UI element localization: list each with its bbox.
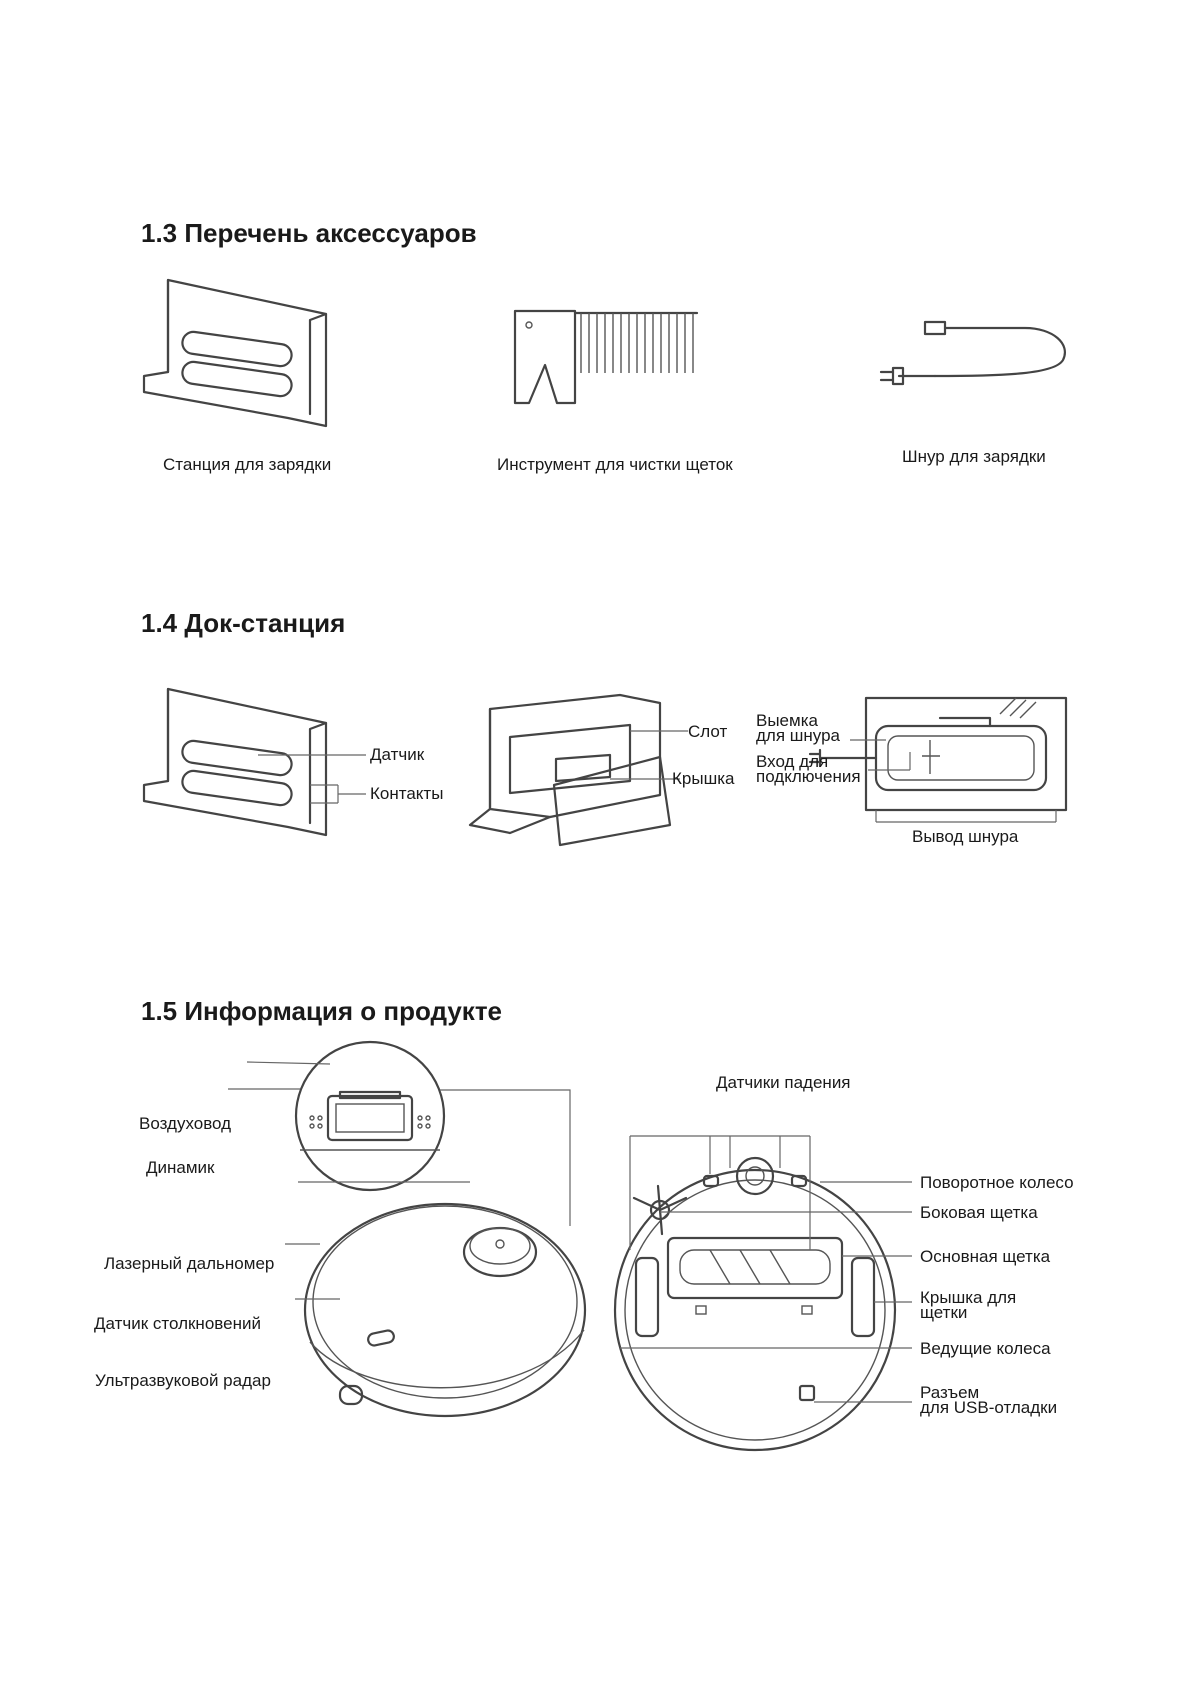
label-caster-wheel: Поворотное колесо: [920, 1173, 1074, 1192]
caption-brush-cleaning-tool: Инструмент для чистки щеток: [497, 455, 733, 474]
label-dock-power-input-2: подключения: [756, 767, 861, 786]
charging-station-illustration: [142, 278, 328, 428]
caption-charging-cord: Шнур для зарядки: [902, 447, 1046, 466]
label-ultrasonic-radar: Ультразвуковой радар: [95, 1371, 271, 1390]
label-brush-cover-2: щетки: [920, 1303, 968, 1322]
label-collision-sensor: Датчик столкновений: [94, 1314, 261, 1333]
label-dock-slot: Слот: [688, 722, 728, 741]
label-side-brush: Боковая щетка: [920, 1203, 1038, 1222]
brush-cleaning-tool-illustration: [513, 309, 699, 405]
label-drive-wheels: Ведущие колеса: [920, 1339, 1051, 1358]
label-air-duct: Воздуховод: [139, 1114, 232, 1133]
label-usb-port-1: Разъем: [920, 1383, 980, 1402]
label-dock-sensor: Датчик: [370, 745, 425, 764]
section-title-accessories: 1.3 Перечень аксессуаров: [141, 218, 477, 248]
section-title-dock: 1.4 Док-станция: [141, 608, 346, 638]
label-laser-rangefinder: Лазерный дальномер: [104, 1254, 275, 1273]
label-dock-cover: Крышка: [672, 769, 735, 788]
dock-bottom-illustration: [808, 696, 1068, 823]
label-usb-port-2: для USB-отладки: [920, 1398, 1058, 1417]
label-main-brush: Основная щетка: [920, 1247, 1051, 1266]
label-speaker: Динамик: [146, 1158, 215, 1177]
label-dock-cord-outlet: Вывод шнура: [912, 827, 1019, 846]
label-dock-cord-notch-2: для шнура: [756, 726, 841, 745]
section-title-product: 1.5 Информация о продукте: [141, 996, 503, 1026]
label-brush-cover-1: Крышка для: [920, 1288, 1017, 1307]
label-dock-cord-notch-1: Выемка: [756, 711, 818, 730]
charging-cord-illustration: [879, 320, 1066, 386]
robot-bottom-view-illustration: [613, 1135, 912, 1452]
caption-charging-station: Станция для зарядки: [163, 455, 332, 474]
label-dock-power-input-1: Вход для: [756, 752, 829, 771]
dock-front-illustration: [142, 687, 366, 837]
label-dock-contacts: Контакты: [370, 784, 444, 803]
robot-top-view-illustration: [228, 1040, 587, 1418]
label-cliff-sensors: Датчики падения: [716, 1073, 851, 1092]
dock-back-illustration: [468, 693, 688, 847]
